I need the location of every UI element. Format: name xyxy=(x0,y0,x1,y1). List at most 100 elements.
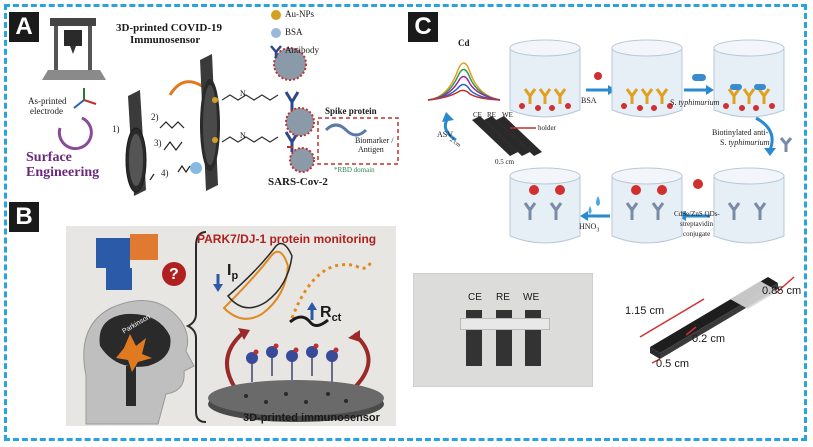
rct-label-main: R xyxy=(320,304,332,321)
antibody-icon xyxy=(284,91,300,152)
electrode-we-label: WE xyxy=(502,111,513,119)
biotinylated-label-line1: Biotinylated anti- xyxy=(712,128,769,137)
virus-icon xyxy=(273,47,315,137)
capture-antibody-icon xyxy=(523,88,771,104)
photo-we-label: WE xyxy=(523,292,540,303)
photo-holder xyxy=(460,318,550,330)
linker-chain-icon xyxy=(221,94,279,143)
rct-label: Rct xyxy=(320,304,341,324)
ip-label-sub: p xyxy=(231,270,239,283)
panel-b-label: B xyxy=(9,202,39,232)
electrode-ce-label: CE xyxy=(473,111,482,119)
surface-engineering-line1: Surface xyxy=(26,150,72,165)
axes-icon xyxy=(73,88,97,109)
well-icon xyxy=(509,39,785,118)
bsa-particles-icon xyxy=(519,72,775,111)
qd-label-line1: CdSe/ZnS QDs- xyxy=(674,210,720,218)
holder-label: holder xyxy=(538,124,556,132)
legend-antibody: Antibody xyxy=(285,45,320,55)
cycle-arrow-icon xyxy=(57,116,93,151)
legend-au-nps: Au-NPs xyxy=(285,9,315,19)
holder-cap-icon xyxy=(730,281,778,309)
cv-curve-icon xyxy=(222,242,293,320)
hno3-sub: 3 xyxy=(596,227,600,234)
biotin-arrow-icon xyxy=(755,116,774,151)
bracket-icon xyxy=(185,231,207,423)
electrode-re-label: RE xyxy=(487,111,496,119)
sars-cov-2-label: SARS-Cov-2 xyxy=(268,176,328,188)
dim-115cm-label: 1.15 cm xyxy=(625,305,665,317)
functionalized-electrode-icon xyxy=(200,54,220,191)
ip-label: Ip xyxy=(227,262,238,282)
dim-05cm-photo-label: 0.5 cm xyxy=(656,358,690,370)
step-3-label: 3) xyxy=(154,138,162,148)
parkinson-burst-icon xyxy=(116,334,152,372)
red-curved-arrow-right-icon xyxy=(352,332,371,388)
au-np-icon xyxy=(271,10,281,20)
bsa-step-label: BSA xyxy=(581,96,597,105)
well-row-bottom-icon xyxy=(509,167,785,244)
panel-c-schematic xyxy=(427,39,793,244)
n-label-1: N xyxy=(240,89,246,98)
puzzle-piece-blue-icon xyxy=(96,238,130,268)
as-printed-label-line2: electrode xyxy=(30,106,63,116)
typhimurium-step-label: S. typhimurium xyxy=(670,98,719,107)
biotinylated-label-line2: S. typhimurium xyxy=(720,138,769,147)
detection-antibody-icon xyxy=(523,137,793,220)
biotin-prefix: S. xyxy=(720,138,729,147)
antibody-legend-icon xyxy=(270,45,282,58)
step-1-label: 1) xyxy=(112,124,120,134)
rct-label-sub: ct xyxy=(331,312,342,325)
legend-bsa: BSA xyxy=(285,27,303,37)
bsa-legend-icon xyxy=(271,28,281,38)
photo-ce-label: CE xyxy=(468,292,482,303)
chemical-structures-icon xyxy=(149,121,191,181)
dim-05cm-label: 0.5 cm xyxy=(495,158,515,166)
typhimurium-prefix: S. xyxy=(670,98,679,107)
sars-cov-2-icon xyxy=(289,147,315,173)
ip-label-main: I xyxy=(227,262,232,279)
n-label-2: N xyxy=(240,131,246,140)
bacteria-icon xyxy=(692,74,766,90)
park7-header: PARK7/DJ-1 protein monitoring xyxy=(197,232,377,246)
surface-engineering-line2: Engineering xyxy=(26,165,100,180)
panel-c-label: C xyxy=(408,12,438,42)
hno3-main: HNO xyxy=(579,222,597,231)
question-mark: ? xyxy=(169,266,179,283)
asv-label: ASV xyxy=(437,130,454,139)
asv-voltammogram-icon xyxy=(427,62,501,101)
dim-02cm-label: 0.2 cm xyxy=(692,333,726,345)
red-curved-arrow-left-icon xyxy=(225,330,246,388)
figure-frame xyxy=(4,4,807,441)
printer-icon xyxy=(42,18,106,80)
biomarker-label-line1: Biomarker / xyxy=(355,136,394,145)
immunosensor-title-line2: Immunosensor xyxy=(130,34,201,46)
electrode-photo: CE RE WE xyxy=(413,273,593,387)
panel-a-illustration: N N xyxy=(42,10,399,196)
bsa-icon xyxy=(190,162,202,174)
cd-label: Cd xyxy=(458,38,470,48)
puzzle-piece-orange-icon xyxy=(130,234,158,260)
photo-re-label: RE xyxy=(496,292,510,303)
electrode-icon xyxy=(125,90,147,196)
biomarker-label-line2: Antigen xyxy=(358,145,384,154)
screen-printed-electrode-icon xyxy=(472,116,542,156)
qd-label-line2: streptavidin xyxy=(680,220,714,228)
rbd-domain-label: *RBD domain xyxy=(334,166,375,174)
qd-label-line3: conjugate xyxy=(683,230,711,238)
dim-085cm-label: 0.85 cm xyxy=(762,285,802,297)
dimension-arrows-icon xyxy=(639,276,795,364)
typhimurium-italic: typhimurium xyxy=(678,98,720,107)
immunosensor-bottom-label: 3D-printed immunosensor xyxy=(243,412,380,424)
biotin-italic: typhimurium xyxy=(728,138,770,147)
quantum-dot-icon xyxy=(529,179,703,195)
spike-protein-label: Spike protein xyxy=(325,106,377,116)
antibody-molecules-icon xyxy=(251,356,333,382)
step-4-label: 4) xyxy=(161,168,169,178)
hno3-label: HNO3 xyxy=(579,222,599,234)
panel-b-illustration xyxy=(83,231,384,425)
question-icon xyxy=(162,262,186,286)
immunosensor-title-line1: 3D-printed COVID-19 xyxy=(116,22,223,34)
panel-a-label: A xyxy=(9,12,39,42)
step-2-label: 2) xyxy=(151,112,159,122)
